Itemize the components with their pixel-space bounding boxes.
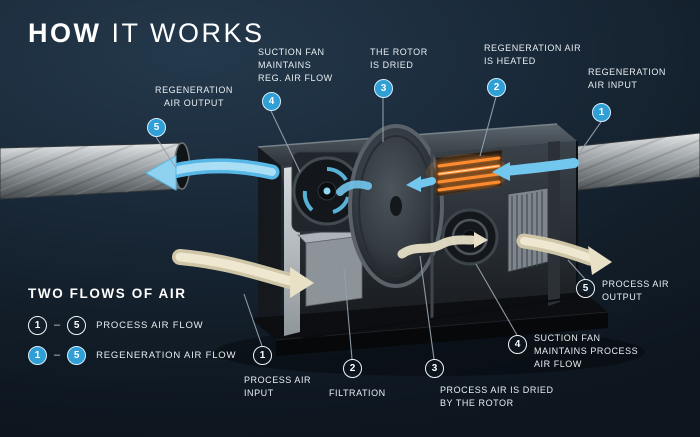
callout-label-process-air-dried: PROCESS AIR IS DRIED BY THE ROTOR [440,385,554,409]
right-duct [550,132,700,194]
callout-label-regeneration-air-output: REGENERATION AIR OUTPUT [155,85,233,109]
callout-label-process-air-output: PROCESS AIR OUTPUT [602,279,670,303]
legend-title: TWO FLOWS OF AIR [28,286,187,301]
page-title-primary: HOW [28,18,102,48]
callout-label-suction-fan-reg: SUCTION FAN MAINTAINS REG. AIR FLOW [258,47,333,84]
legend-badge-process-from: 1 [28,315,47,335]
legend-label-regeneration: REGENERATION AIR FLOW [96,349,237,361]
step-badge-regen-3: 3 [374,79,393,98]
step-badge-process-3: 3 [425,359,444,378]
step-badge-regen-1: 1 [592,103,611,122]
filter-grille [507,187,549,273]
legend-badge-regen-from: 1 [28,345,47,365]
interior-side-panel [284,166,300,336]
callout-label-regeneration-air-input: REGENERATION AIR INPUT [588,67,666,91]
legend-row-process: 1 – 5 PROCESS AIR FLOW [28,315,236,335]
filter-box [297,227,363,307]
right-interior-panel [548,141,560,306]
callout-label-regeneration-air-heated: REGENERATION AIR IS HEATED [484,43,582,67]
legend-dash: – [54,349,61,361]
heater [426,149,510,197]
callout-label-process-air-input: PROCESS AIR INPUT [244,375,312,399]
process-air-output-arrow [516,233,612,275]
process-fan [441,208,499,266]
left-duct [0,142,191,200]
step-badge-regen-2: 2 [487,78,506,97]
callout-label-filtration: FILTRATION [329,388,386,398]
legend-badge-regen-to: 5 [67,345,87,365]
page-title: HOW IT WORKS [28,18,265,49]
step-badge-process-1: 1 [253,346,272,365]
legend-label-process: PROCESS AIR FLOW [96,319,204,331]
step-badge-process-4: 4 [508,335,527,354]
legend-dash: – [54,319,61,331]
step-badge-process-5: 5 [576,279,595,298]
regen-air-output-arrow [144,155,280,191]
step-badge-regen-5: 5 [147,118,166,137]
process-flow-through-rotor-arrow [397,232,488,259]
regeneration-fan [291,151,363,233]
step-badge-regen-4: 4 [262,92,281,111]
step-badge-process-2: 2 [343,359,362,378]
rotor [348,124,444,288]
machine-body [250,123,609,356]
callout-label-suction-fan-process: SUCTION FAN MAINTAINS PROCESS AIR FLOW [534,333,639,370]
regen-air-inlet-arrow [492,158,579,181]
legend-badge-process-to: 5 [67,315,87,335]
regen-flow-through-rotor-arrow [336,176,436,196]
callout-label-rotor-is-dried: THE ROTOR IS DRIED [370,47,428,71]
legend: TWO FLOWS OF AIR 1 – 5 PROCESS AIR FLOW … [28,286,236,375]
legend-row-regeneration: 1 – 5 REGENERATION AIR FLOW [28,345,236,365]
page-title-secondary: IT WORKS [111,18,265,48]
